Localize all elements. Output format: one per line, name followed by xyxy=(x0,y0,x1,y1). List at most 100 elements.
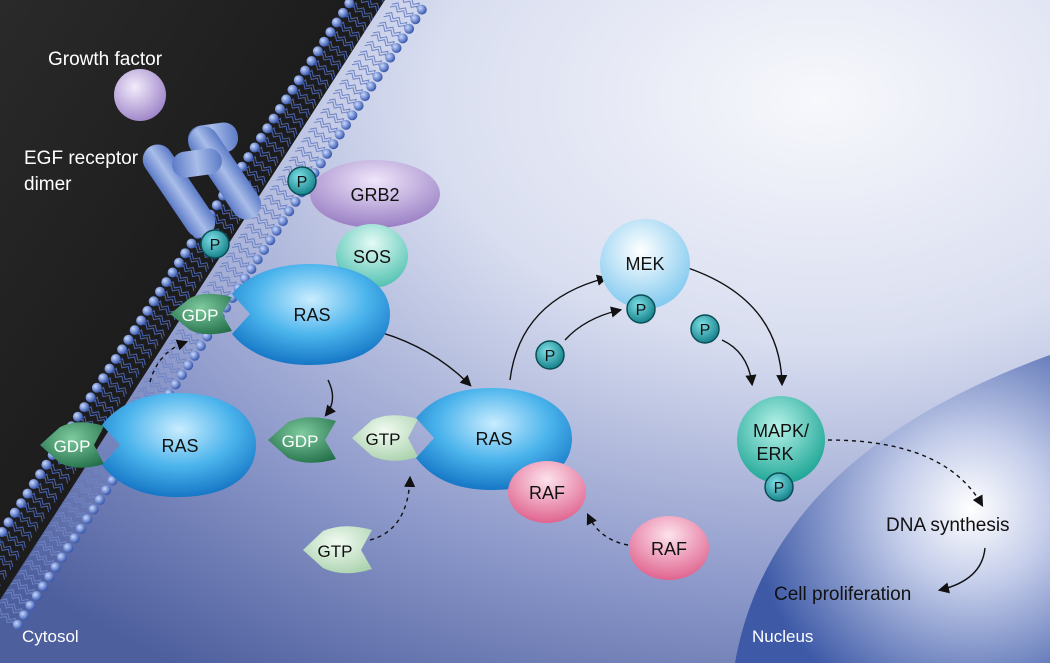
lipid-head-bead xyxy=(38,581,49,592)
grb2-protein: GRB2 xyxy=(310,160,440,228)
lipid-head-bead xyxy=(22,488,33,499)
lipid-tail xyxy=(219,206,239,224)
lipid-tail xyxy=(341,21,361,39)
mapk-erk-protein: MAPK/ ERK xyxy=(737,396,825,484)
lipid-tail xyxy=(74,486,97,499)
lipid-tail xyxy=(377,24,400,38)
lipid-tail xyxy=(7,530,26,548)
lipid-head-bead xyxy=(0,527,8,537)
lipid-tail xyxy=(295,149,318,163)
lipid-tail xyxy=(353,60,376,73)
lipid-tail xyxy=(107,376,127,395)
lipid-tail xyxy=(322,108,345,121)
lipid-tail xyxy=(360,0,378,13)
lipid-tail xyxy=(164,290,184,308)
lipid-tail xyxy=(145,377,168,391)
lipid-tail xyxy=(0,569,7,577)
lipid-tail xyxy=(307,130,330,144)
phosphate-tag-free-right: P xyxy=(690,314,720,344)
lipid-tail xyxy=(370,34,393,47)
lipid-tail xyxy=(150,312,170,330)
lipid-tail xyxy=(251,158,271,176)
lipid-tail xyxy=(36,543,59,557)
lipid-head-bead xyxy=(167,267,178,278)
egf-receptor-dimer-label: dimer xyxy=(24,174,72,195)
lipid-head-bead xyxy=(3,517,14,528)
lipid-tail xyxy=(93,399,113,417)
lipid-head-bead xyxy=(101,485,112,496)
lipid-tail xyxy=(303,78,323,97)
lipid-tail xyxy=(36,485,56,503)
lipid-head-bead xyxy=(378,62,389,73)
lipid-tail xyxy=(363,0,380,10)
lipid-head-bead xyxy=(79,402,90,413)
lipid-head-bead xyxy=(35,469,46,480)
grb2-label: GRB2 xyxy=(350,185,399,205)
lipid-tail xyxy=(0,601,21,615)
nucleus-shape xyxy=(735,355,1050,663)
lipid-head-bead xyxy=(180,248,191,259)
svg-text:P: P xyxy=(700,322,711,339)
lipid-head-bead xyxy=(322,148,333,159)
lipid-tail xyxy=(118,360,138,378)
lipid-tail xyxy=(106,379,125,398)
lipid-tail xyxy=(11,524,31,542)
lipid-head-bead xyxy=(0,538,1,545)
lipid-tail xyxy=(221,261,244,275)
lipid-head-bead xyxy=(91,382,102,393)
lipid-head-bead xyxy=(57,552,67,563)
cytosol-label: Cytosol xyxy=(22,627,79,646)
lipid-head-bead xyxy=(104,363,115,374)
lipid-tail xyxy=(143,322,163,340)
lipid-head-bead xyxy=(271,225,282,236)
lipid-tail xyxy=(25,501,45,520)
lipid-tail xyxy=(150,370,173,384)
lipid-head-bead xyxy=(69,533,80,544)
lipid-tail xyxy=(215,271,238,285)
lipid-tail xyxy=(57,511,80,525)
lipid-head-bead xyxy=(110,354,121,364)
lipid-tail xyxy=(320,111,343,124)
lipid-tail xyxy=(87,408,106,426)
lipid-head-bead xyxy=(161,277,172,288)
lipid-tail xyxy=(257,149,277,167)
lipid-tail xyxy=(272,127,291,145)
lipid-tail xyxy=(391,2,414,16)
lipid-tail xyxy=(366,40,389,54)
phosphate-tag-mek: P xyxy=(626,294,656,324)
lipid-head-bead xyxy=(334,129,345,140)
lipid-tail xyxy=(303,137,326,150)
lipid-head-bead xyxy=(252,254,263,265)
lipid-tail xyxy=(61,505,84,518)
lipid-tail xyxy=(49,466,69,484)
lipid-tail xyxy=(162,293,182,311)
lipid-tail xyxy=(358,53,381,67)
lipid-tail xyxy=(364,43,387,57)
lipid-head-bead xyxy=(50,562,61,573)
lipid-head-bead xyxy=(155,286,165,297)
lipid-head-bead xyxy=(12,619,23,630)
lipid-head-bead xyxy=(94,494,105,505)
lipid-tail xyxy=(308,72,327,90)
lipid-tail xyxy=(181,264,201,282)
lipid-head-bead xyxy=(284,206,295,217)
lipid-head-bead xyxy=(176,369,187,380)
gdp-molecule xyxy=(40,422,104,468)
lipid-head-bead xyxy=(142,305,153,316)
free-gdp: GDP xyxy=(268,417,336,463)
lipid-tail xyxy=(19,511,39,529)
lipid-tail xyxy=(231,245,255,259)
lipid-tail xyxy=(152,309,171,327)
cell-proliferation-label: Cell proliferation xyxy=(774,584,911,605)
lipid-tail xyxy=(240,233,263,246)
lipid-head-bead xyxy=(41,459,52,470)
lipid-tail xyxy=(4,591,27,605)
phosphate-tag-free-left: P xyxy=(535,340,565,370)
lipid-head-bead xyxy=(98,373,109,384)
lipid-head-bead xyxy=(391,43,402,53)
ras-label: RAS xyxy=(475,429,512,449)
lipid-head-bead xyxy=(189,350,200,361)
lipid-head-bead xyxy=(277,216,288,227)
lipid-tail xyxy=(269,188,292,201)
lipid-tail xyxy=(265,194,288,208)
